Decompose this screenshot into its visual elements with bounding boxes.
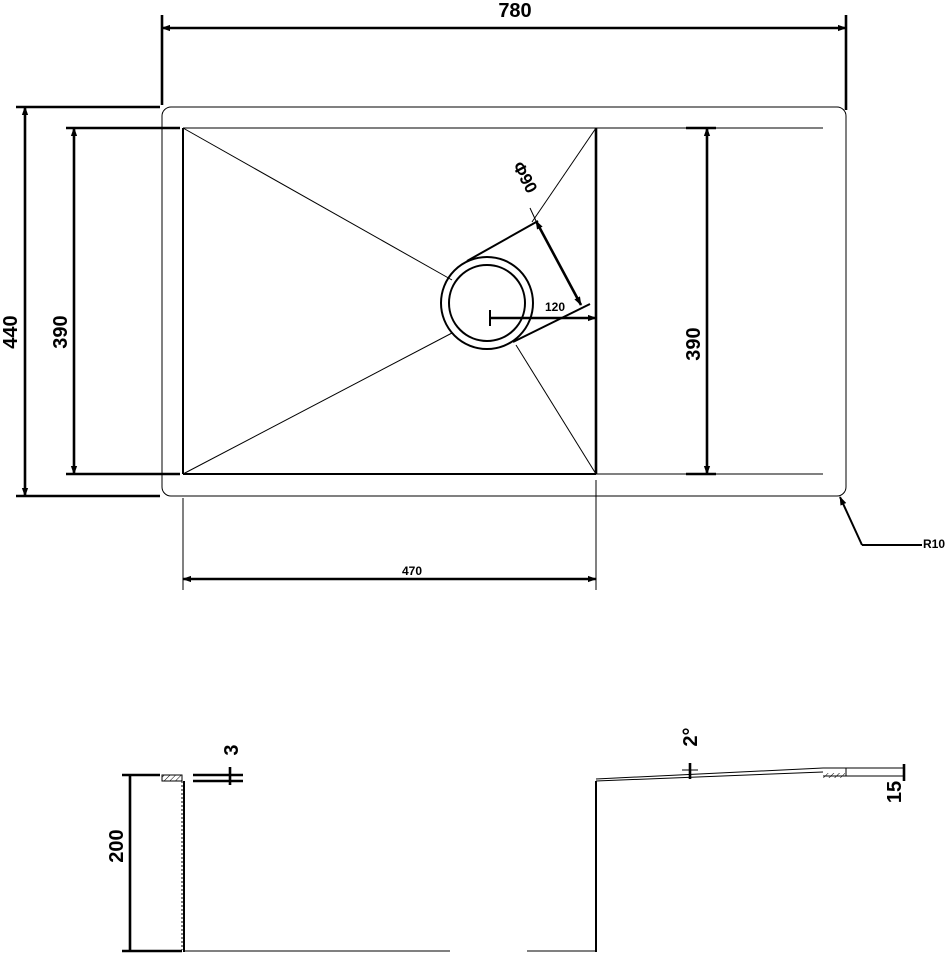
- dim-overall-width: 780: [160, 0, 848, 110]
- dim-bowl-width: 470: [182, 480, 597, 590]
- sink-outline: [161, 106, 847, 497]
- dim-bowl-depth-left: 390: [50, 126, 180, 476]
- top-view: 780 440 390 390 470: [0, 0, 945, 590]
- dim-bowl-depth-left-label: 390: [50, 315, 72, 348]
- dim-drainboard-angle-label: 2°: [680, 727, 702, 746]
- drainboard: [596, 127, 823, 475]
- section-view: 200 3 2° 15: [106, 727, 906, 953]
- bowl: [182, 127, 598, 475]
- dim-bowl-width-label: 470: [402, 564, 422, 578]
- dim-drainboard-angle: 2°: [680, 727, 702, 779]
- dim-drain-offset-label: 120: [545, 300, 565, 314]
- dim-bowl-height-label: 200: [106, 829, 128, 862]
- section-right-wall: [527, 767, 905, 952]
- corner-radius-label: R10: [923, 537, 945, 551]
- dim-drainboard-height: 15: [884, 764, 906, 803]
- dim-bowl-depth-right-label: 390: [683, 327, 705, 360]
- corner-radius-callout: R10: [839, 496, 945, 551]
- dim-wall-thickness-label: 3: [221, 744, 243, 755]
- section-left-wall: [161, 774, 450, 952]
- dim-bowl-depth-right: 390: [683, 126, 716, 476]
- drain: [440, 207, 597, 350]
- dim-drainboard-height-label: 15: [884, 781, 906, 803]
- dim-overall-width-label: 780: [498, 0, 531, 22]
- dim-drain-diameter-label: Φ90: [509, 158, 541, 196]
- dim-bowl-height: 200: [106, 773, 182, 953]
- dim-wall-thickness: 3: [193, 744, 243, 785]
- dim-overall-depth: 440: [0, 105, 160, 498]
- dim-overall-depth-label: 440: [0, 315, 22, 348]
